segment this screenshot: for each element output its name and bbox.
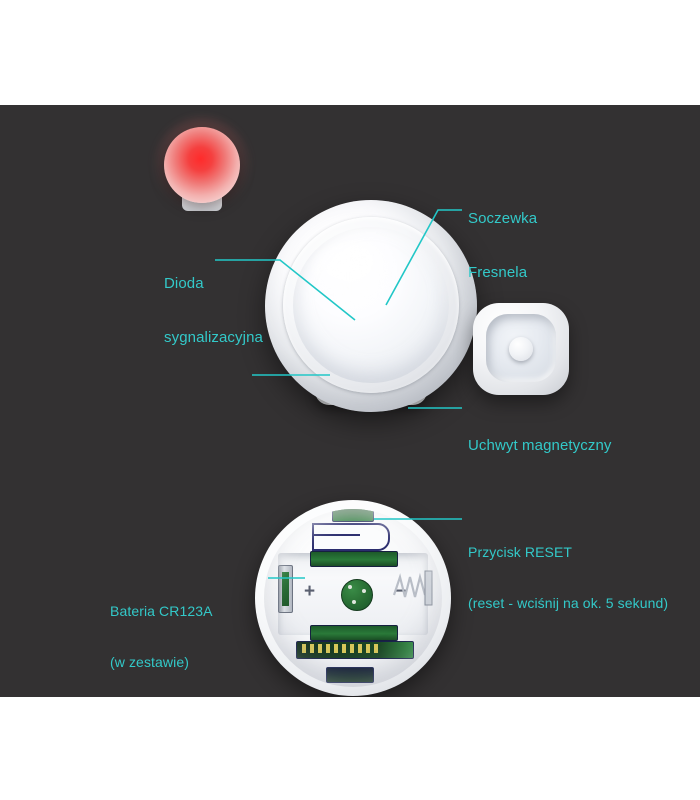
pcb-strip-bottom [310, 625, 398, 641]
magnetic-holder-illustration [473, 303, 569, 395]
callout-magnetic-holder-line1: Uchwyt magnetyczny [468, 436, 612, 454]
holder-body [473, 303, 569, 395]
callout-fresnel-lens-line2: Fresnela [468, 264, 528, 282]
polarity-minus-label: − [395, 581, 407, 602]
gold-pin-connector [296, 641, 414, 659]
callout-signal-diode: Dioda sygnalizacyjna [164, 238, 263, 384]
sensor-led-illustration [154, 117, 250, 217]
lens-highlight [311, 240, 403, 302]
sensor-sphere [265, 200, 477, 412]
callout-fresnel-lens-line1: Soczewka [468, 209, 538, 227]
callout-signal-diode-line1: Dioda [164, 274, 204, 292]
open-unit-illustration: + − [255, 500, 451, 696]
reset-button-slot [312, 523, 390, 551]
led-red-dome [164, 127, 240, 203]
callout-battery-line1: Bateria CR123A [110, 603, 213, 620]
callout-battery-line2: (w zestawie) [110, 654, 189, 671]
callout-battery: Bateria CR123A (w zestawie) [110, 569, 213, 697]
bottom-slot [326, 667, 374, 683]
callout-signal-diode-line2: sygnalizacyjna [164, 329, 263, 347]
callout-reset-button: Przycisk RESET (reset - wciśnij na ok. 5… [468, 510, 668, 647]
battery-contact-left [278, 565, 293, 613]
pcb-strip-top [310, 551, 398, 567]
callout-magnetic-holder: Uchwyt magnetyczny [468, 400, 612, 491]
top-slot [332, 509, 374, 522]
callout-reset-button-line1: Przycisk RESET [468, 544, 573, 561]
holder-ball-joint [509, 337, 533, 361]
product-diagram-panel: + − [0, 105, 700, 697]
callout-reset-button-line2: (reset - wciśnij na ok. 5 sekund) [468, 595, 669, 612]
leader-lines [215, 209, 462, 579]
polarity-plus-label: + [304, 581, 316, 602]
open-unit-interior: + − [264, 509, 442, 687]
pir-sensor-illustration [265, 200, 480, 412]
battery-spring [392, 570, 433, 606]
callout-fresnel-lens: Soczewka Fresnela [468, 173, 537, 319]
center-pcb-disc [341, 579, 373, 611]
